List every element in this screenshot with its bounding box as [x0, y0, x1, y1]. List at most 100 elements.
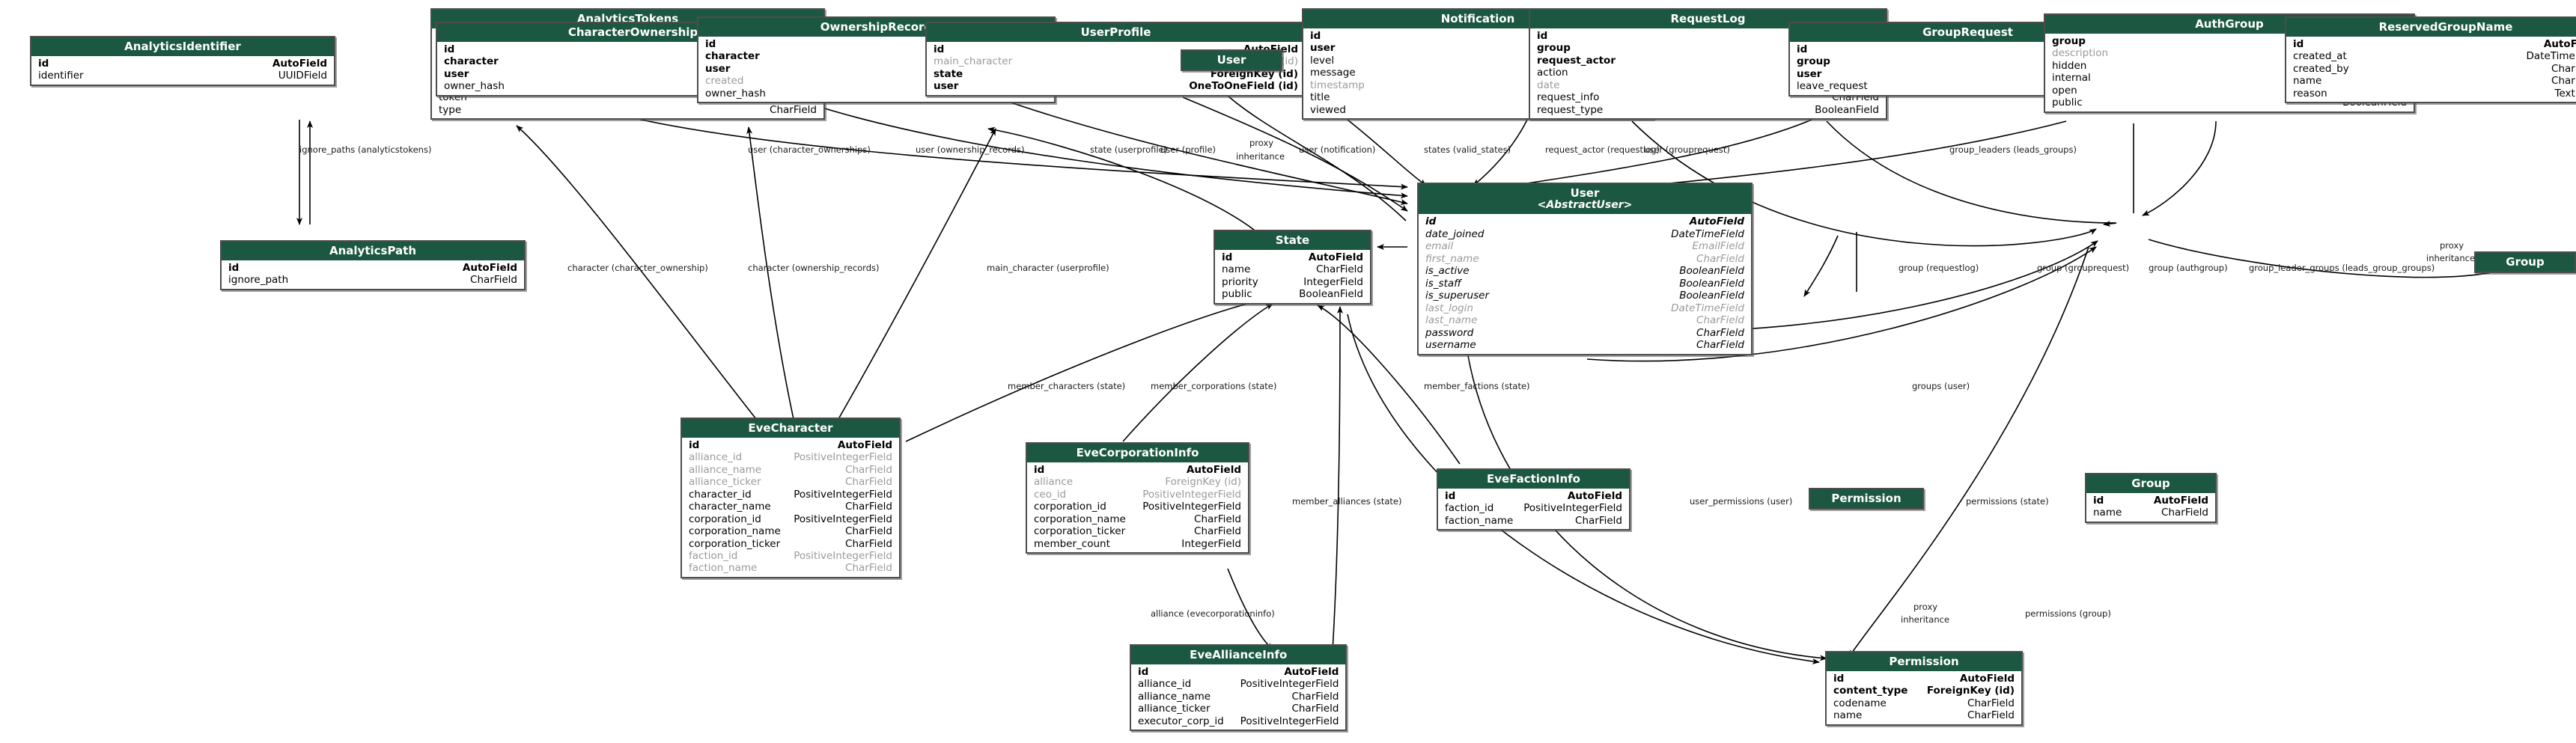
- field-type: CharField: [1967, 709, 2015, 722]
- field-name: ceo_id: [1034, 488, 1067, 501]
- field-name: public: [1222, 288, 1252, 301]
- field-name: id: [228, 261, 240, 274]
- field-type: CharField: [2161, 507, 2208, 519]
- field-name: corporation_id: [1034, 501, 1106, 513]
- field-name: viewed: [1310, 103, 1346, 116]
- entity-permission-20[interactable]: Permission: [1809, 488, 1924, 510]
- field-name: alliance_id: [689, 451, 743, 464]
- field-name: name: [1222, 263, 1251, 276]
- edge-label: main_character (userprofile): [987, 263, 1109, 273]
- field-name: alliance_name: [689, 463, 762, 476]
- field-name: id: [444, 43, 455, 55]
- field-row: created_byCharField: [2286, 63, 2576, 75]
- field-type: BooleanField: [1679, 277, 1744, 290]
- field-name: main_character: [934, 55, 1013, 68]
- edge-label: group_leader_groups (leads_group_groups): [2249, 263, 2435, 273]
- field-name: alliance_name: [1138, 690, 1211, 703]
- entity-abstract-label: <AbstractUser>: [1537, 198, 1633, 211]
- field-name: alliance_ticker: [1138, 703, 1211, 715]
- field-name: character: [444, 55, 499, 68]
- field-row: id AutoField: [222, 262, 524, 274]
- field-type: PositiveIntegerField: [1523, 502, 1622, 515]
- field-name: id: [2093, 494, 2104, 507]
- field-type: CharField: [1194, 525, 1241, 538]
- field-name: user: [705, 62, 731, 75]
- edge-label: ignore_paths (analyticstokens): [299, 144, 432, 155]
- entity-title: AnalyticsPath: [222, 242, 524, 260]
- edge-label: user (grouprequest): [1644, 144, 1730, 155]
- field-name: faction_name: [689, 562, 758, 575]
- field-name: id: [1138, 665, 1149, 678]
- field-name: created: [705, 75, 744, 88]
- field-name: timestamp: [1310, 79, 1365, 91]
- field-type: DateTimeField: [1671, 302, 1744, 314]
- field-name: executor_corp_id: [1138, 715, 1224, 727]
- field-name: description: [2052, 47, 2109, 60]
- edge-label: permissions (group): [2025, 608, 2111, 619]
- field-name: first_name: [1425, 252, 1479, 265]
- field-type: AutoField: [1959, 672, 2015, 685]
- edge-label: group (authgroup): [2149, 263, 2228, 273]
- field-type: AutoField: [837, 438, 892, 451]
- field-type: AutoField: [2543, 37, 2576, 50]
- field-type: CharField: [1696, 314, 1744, 327]
- edge-label: state (userprofile): [1090, 144, 1168, 155]
- edge-label: proxy: [2440, 240, 2464, 251]
- field-type: DateTimeField: [1671, 227, 1744, 240]
- field-type: BooleanField: [1815, 103, 1879, 116]
- field-type: DateTimeField: [2526, 50, 2576, 63]
- field-name: id: [689, 438, 700, 451]
- field-type: PositiveIntegerField: [794, 488, 892, 501]
- field-type: CharField: [1194, 513, 1241, 525]
- field-type: IntegerField: [1181, 537, 1241, 550]
- entity-reservedgroupname-11[interactable]: ReservedGroupNameidAutoFieldcreated_atDa…: [2285, 16, 2576, 104]
- entity-group-14[interactable]: Group: [2474, 251, 2576, 273]
- field-type: CharField: [845, 537, 892, 550]
- field-name: group: [1797, 55, 1830, 68]
- field-type: AutoField: [1567, 489, 1622, 502]
- field-name: alliance: [1034, 476, 1074, 489]
- field-name: username: [1425, 339, 1476, 352]
- field-name: ignore_path: [228, 274, 289, 287]
- field-name: state: [934, 67, 963, 80]
- field-type: AutoField: [462, 261, 517, 274]
- field-type: OneToOneField (id): [1189, 80, 1298, 93]
- field-name: character_id: [689, 488, 752, 501]
- field-name: name: [1833, 709, 1863, 722]
- entity-fields: idAutoFieldcreated_atDateTimeFieldcreate…: [2286, 37, 2576, 102]
- edge-label: states (valid_states): [1424, 144, 1511, 155]
- field-name: internal: [2052, 72, 2091, 85]
- field-name: group: [2052, 34, 2086, 47]
- entity-user-6[interactable]: User: [1181, 49, 1282, 71]
- field-type: PositiveIntegerField: [794, 550, 892, 563]
- entity-title: Group: [2086, 474, 2215, 493]
